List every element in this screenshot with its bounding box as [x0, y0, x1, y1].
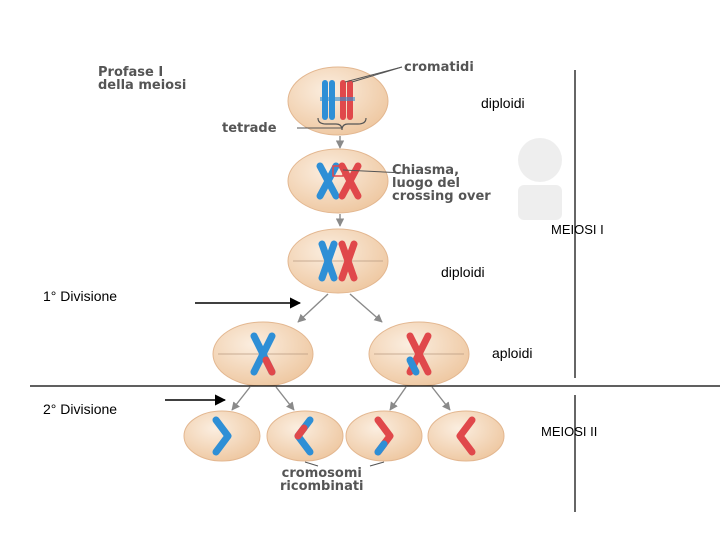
- cell-haploid-left: [212, 321, 314, 387]
- cell-chiasma: [287, 148, 389, 214]
- chiasma-label: Chiasma, luogo del crossing over: [392, 163, 491, 204]
- cromosomi-pointer: [304, 461, 385, 467]
- cell-metaphase-1: [287, 228, 389, 294]
- cell-tetrade: [287, 66, 389, 136]
- tetrad-chromosomes: [320, 80, 355, 120]
- profase-label: Profase I della meiosi: [98, 65, 187, 93]
- arrow: [389, 386, 407, 411]
- arrow: [231, 386, 251, 411]
- diploidi-label-2: diploidi: [441, 264, 485, 280]
- meiosi-1-label: MEIOSI I: [551, 222, 604, 237]
- divisione-2-label: 2° Divisione: [43, 401, 118, 417]
- divisione-1-label: 1° Divisione: [43, 288, 118, 304]
- tetrade-brace: [317, 117, 367, 131]
- arrow: [349, 293, 383, 323]
- cell-haploid-right: [368, 321, 470, 387]
- diploidi-label-1: diploidi: [481, 95, 525, 111]
- watermark: [518, 138, 562, 220]
- chiasma-pointer: [342, 169, 405, 174]
- cromatidi-label: cromatidi: [404, 60, 474, 75]
- cromosomi-label: cromosomi ricombinati: [280, 466, 364, 494]
- cell-gamete-2: [266, 410, 344, 462]
- arrow: [431, 386, 451, 411]
- cell-gamete-1: [183, 410, 261, 462]
- tetrade-label: tetrade: [222, 121, 277, 136]
- cromatidi-pointer: [344, 66, 403, 83]
- arrow: [275, 386, 295, 411]
- meiosi-2-label: MEIOSI II: [541, 424, 598, 439]
- cell-gamete-4: [427, 410, 505, 462]
- arrow: [297, 293, 329, 323]
- cell-gamete-3: [345, 410, 423, 462]
- aploidi-label: aploidi: [492, 345, 533, 361]
